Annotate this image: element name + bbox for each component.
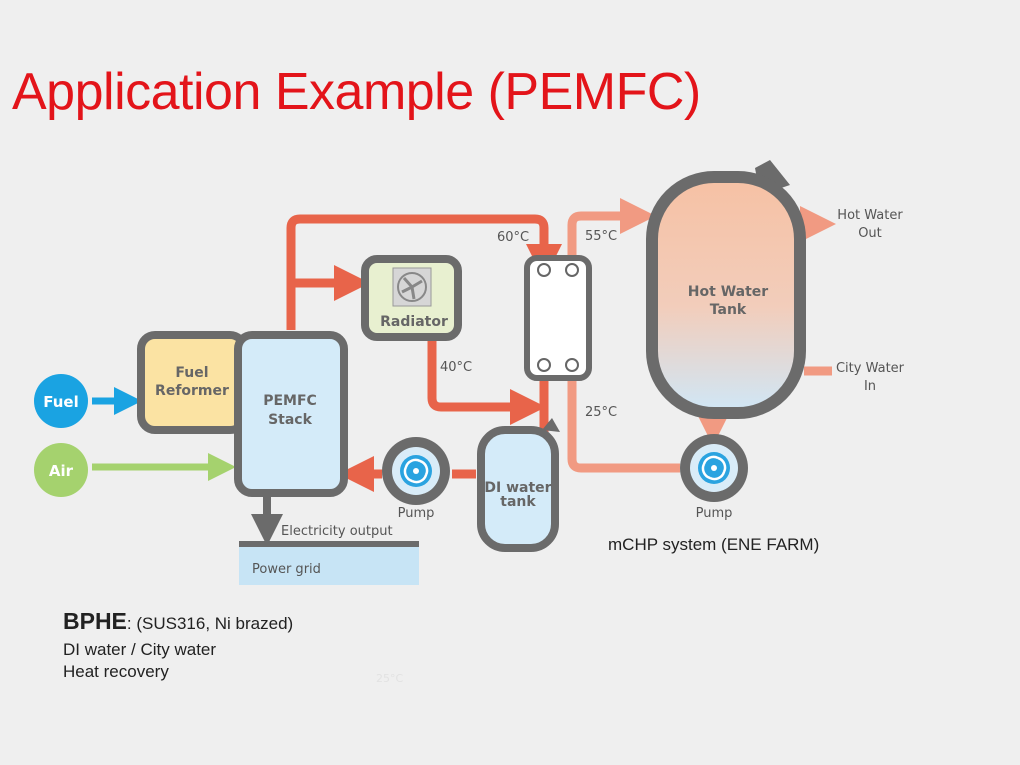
air-label: Air [49, 462, 74, 480]
pemfc-stack-line1: PEMFC [263, 393, 317, 409]
hx-to-hotwater-pipe [567, 198, 656, 263]
power-grid-bar [239, 541, 419, 547]
hot-water-out-line1: Hot Water [837, 208, 903, 223]
left-pump: Pump [382, 437, 450, 521]
bphe-detail: : (SUS316, Ni brazed) [126, 614, 294, 633]
fuel-reformer-block: Fuel Reformer [137, 331, 248, 434]
temp-55c: 55°C [585, 229, 617, 244]
warm-loop-pipes [567, 198, 836, 473]
temp-60c: 60°C [497, 230, 529, 245]
di-water-tank-block: DI water tank [477, 418, 560, 552]
radiator-to-hx-pipe [427, 340, 546, 425]
radiator-label: Radiator [380, 314, 448, 330]
right-pump-label: Pump [696, 506, 733, 521]
ghost-temp-label: 25°C [376, 672, 404, 685]
fuel-label: Fuel [43, 393, 79, 411]
city-water-in-line1: City Water [836, 361, 905, 376]
hx-port-top-left [537, 263, 551, 277]
power-grid-label: Power grid [252, 562, 321, 577]
electricity-output-label: Electricity output [281, 524, 393, 539]
hx-port-bottom-left [537, 358, 551, 372]
right-pump: Pump [680, 434, 748, 521]
fuel-reformer-line1: Fuel [175, 365, 208, 381]
city-water-in-line2: In [864, 379, 876, 394]
bphe-note: BPHE: (SUS316, Ni brazed) [63, 608, 293, 635]
slide-title: Application Example (PEMFC) [12, 63, 701, 121]
stack-to-hx-pipe [286, 214, 562, 330]
hot-water-tank-block: Hot Water Tank [646, 160, 806, 419]
hx-port-bottom-right [565, 358, 579, 372]
fuel-input: Fuel [34, 374, 142, 428]
pemfc-stack-block: PEMFC Stack [234, 331, 348, 497]
hot-water-tank-line1: Hot Water [688, 284, 768, 300]
bphe-heat-exchanger [524, 255, 592, 381]
di-tank-line1: DI water [484, 480, 551, 496]
air-input: Air [34, 443, 236, 497]
bphe-label: BPHE [63, 608, 127, 634]
di-tank-line2: tank [500, 494, 536, 510]
fuel-reformer-line2: Reformer [155, 383, 229, 399]
hx-port-top-right [565, 263, 579, 277]
power-grid-box [239, 547, 419, 585]
temp-40c: 40°C [440, 360, 472, 375]
electricity-output: Electricity output Power grid [239, 497, 419, 585]
hot-water-out-line2: Out [858, 226, 882, 241]
left-pump-label: Pump [398, 506, 435, 521]
radiator-block: Radiator [361, 255, 462, 341]
system-caption: mCHP system (ENE FARM) [608, 535, 820, 554]
pump-to-hx-pipe [567, 372, 680, 473]
temp-25c: 25°C [585, 405, 617, 420]
hot-water-tank-line2: Tank [710, 302, 747, 318]
pemfc-stack-line2: Stack [268, 412, 313, 428]
note-di-city-water: DI water / City water [63, 640, 217, 659]
note-heat-recovery: Heat recovery [63, 662, 169, 681]
